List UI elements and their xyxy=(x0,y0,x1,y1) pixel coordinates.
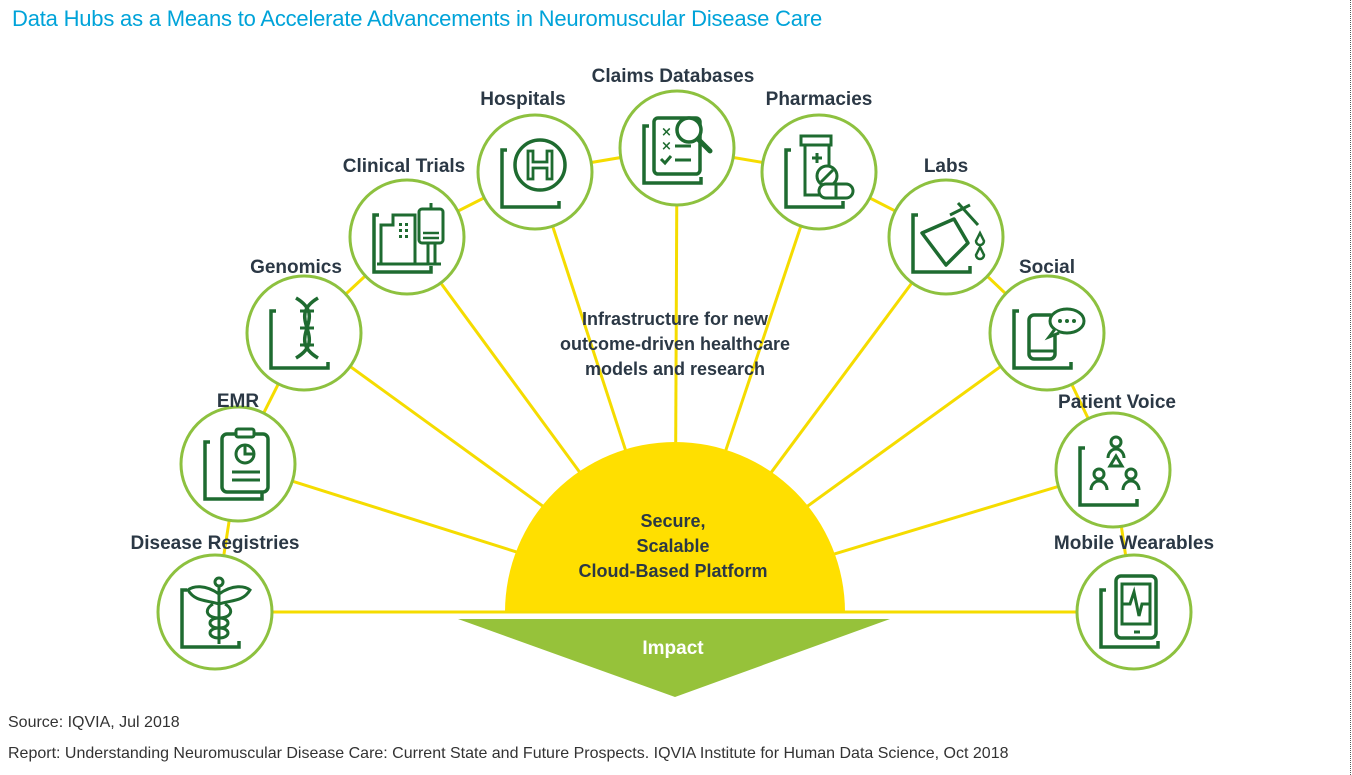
node-labs xyxy=(887,178,1005,296)
node-label-labs: Labs xyxy=(923,156,969,177)
node-claims-databases: ×× xyxy=(618,89,736,207)
node-label-emr: EMR xyxy=(216,391,260,412)
node-ring xyxy=(887,178,1005,296)
node-ring xyxy=(156,553,274,671)
node-hospitals xyxy=(476,113,594,231)
svg-text:×: × xyxy=(661,139,672,154)
platform-line-3: Cloud-Based Platform xyxy=(578,561,768,581)
building-clipboard-icon xyxy=(372,203,445,274)
node-emr xyxy=(179,405,297,523)
infrastructure-line-1: Infrastructure for new xyxy=(581,309,769,329)
node-label-pharmacies: Pharmacies xyxy=(765,89,873,110)
node-ring xyxy=(1075,553,1193,671)
clipboard-chart-icon xyxy=(203,427,270,501)
node-pharmacies xyxy=(760,113,878,231)
node-label-patient-voice: Patient Voice xyxy=(1058,392,1176,413)
node-label-disease-registries: Disease Registries xyxy=(130,533,300,554)
node-label-hospitals: Hospitals xyxy=(480,89,566,110)
infrastructure-line-2: outcome-driven healthcare xyxy=(559,334,791,354)
node-ring xyxy=(1054,411,1172,529)
node-ring xyxy=(618,89,736,207)
platform-line-1: Secure, xyxy=(640,511,706,531)
caduceus-icon xyxy=(180,576,252,649)
pill-bottle-icon xyxy=(784,134,855,209)
flask-icon xyxy=(911,201,986,274)
checklist-magnifier-icon: ×× xyxy=(642,116,713,185)
node-mobile-wearables xyxy=(1075,553,1193,671)
platform-line-2: Scalable xyxy=(636,536,710,556)
node-label-clinical-trials: Clinical Trials xyxy=(342,156,466,177)
node-genomics xyxy=(245,274,363,392)
hospital-h-icon xyxy=(500,138,567,209)
people-network-icon xyxy=(1078,435,1141,507)
node-patient-voice xyxy=(1054,411,1172,529)
node-label-claims-databases: Claims Databases xyxy=(591,66,755,87)
node-label-genomics: Genomics xyxy=(250,257,342,278)
node-social xyxy=(988,274,1106,392)
node-ring xyxy=(988,274,1106,392)
node-ring xyxy=(179,405,297,523)
page-title: Data Hubs as a Means to Accelerate Advan… xyxy=(12,6,823,31)
node-clinical-trials xyxy=(348,178,466,296)
platform-dome xyxy=(505,442,845,612)
report-citation: Report: Understanding Neuromuscular Dise… xyxy=(8,745,1009,762)
platform-text: Secure, Scalable Cloud-Based Platform xyxy=(543,509,803,584)
dna-icon xyxy=(269,296,330,370)
tablet-heartbeat-icon xyxy=(1099,574,1160,649)
svg-text:×: × xyxy=(661,125,672,140)
node-label-mobile-wearables: Mobile Wearables xyxy=(1053,533,1215,554)
impact-arrow xyxy=(458,619,890,697)
node-label-social: Social xyxy=(1019,257,1075,278)
infrastructure-line-3: models and research xyxy=(584,359,766,379)
source-note: Source: IQVIA, Jul 2018 xyxy=(8,714,180,731)
phone-chat-icon xyxy=(1012,307,1086,370)
node-disease-registries xyxy=(156,553,274,671)
infrastructure-text: Infrastructure for new outcome-driven he… xyxy=(515,307,835,382)
impact-label: Impact xyxy=(642,638,704,659)
node-ring xyxy=(476,113,594,231)
page-edge-divider xyxy=(1350,0,1351,775)
